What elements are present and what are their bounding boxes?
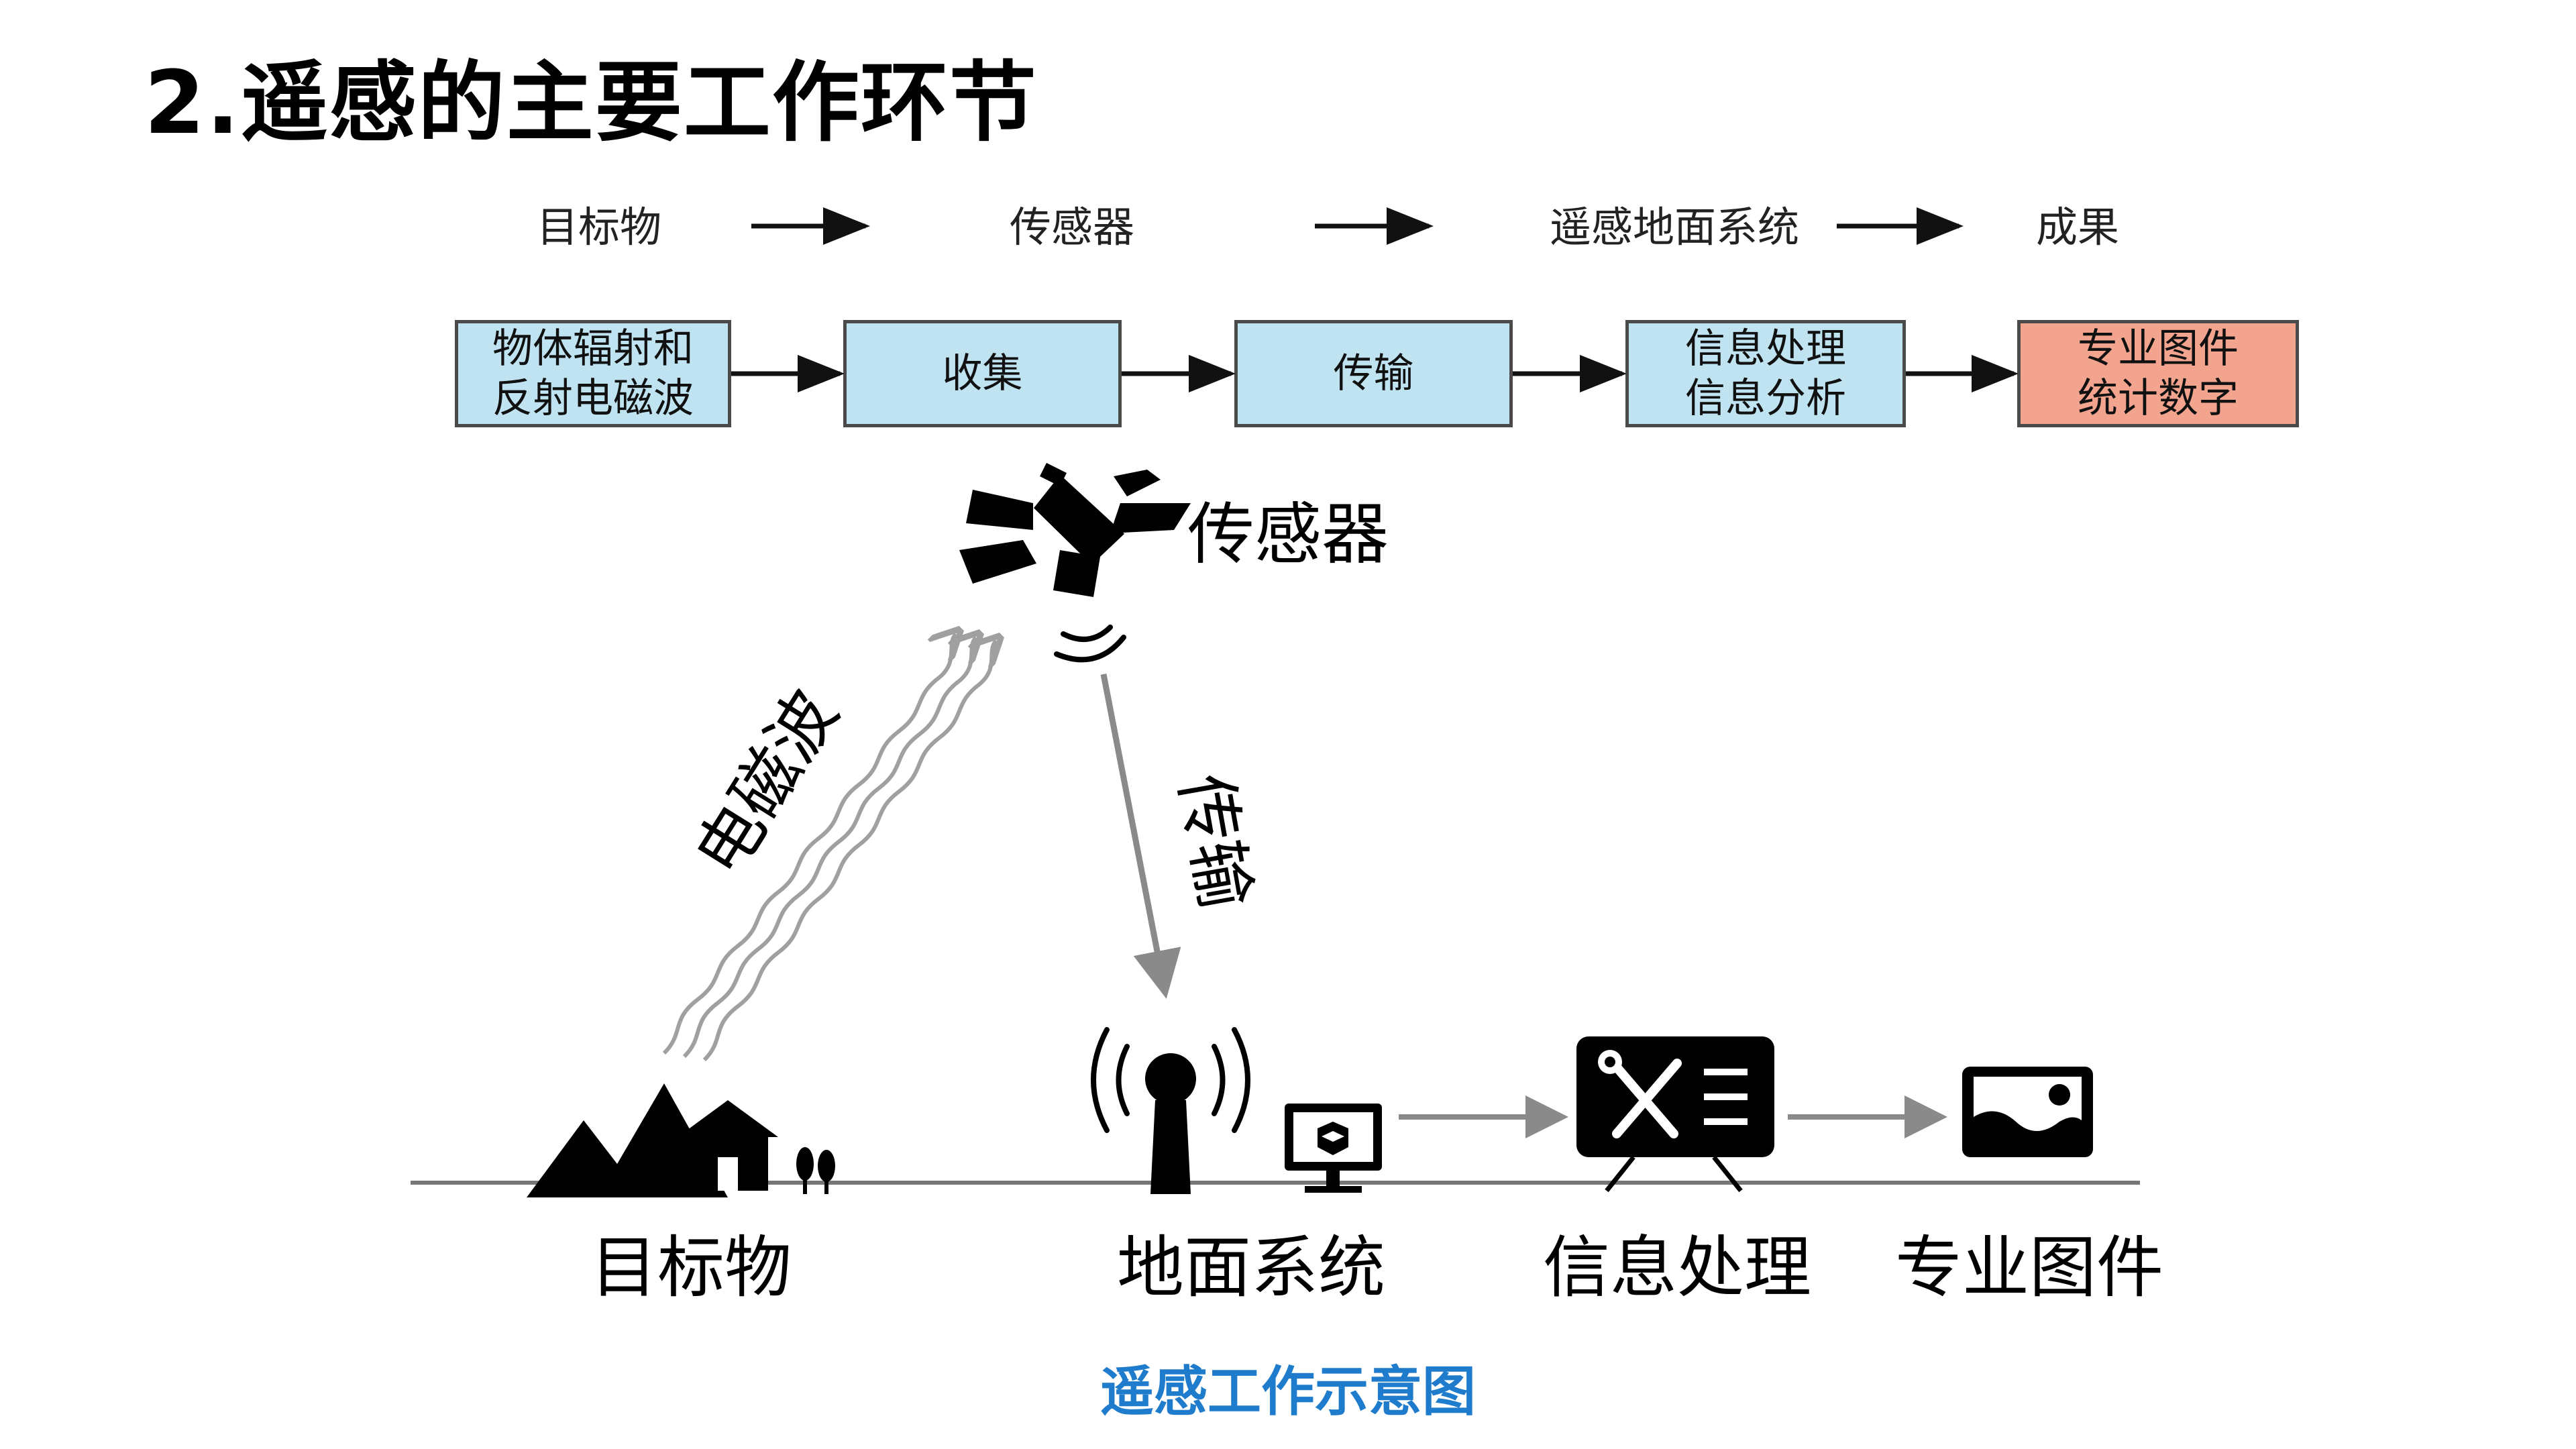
header-result: 成果 <box>2036 203 2120 252</box>
mountain-icon <box>527 1083 728 1197</box>
bottom-label-processing: 信息处理 <box>1543 1228 1811 1307</box>
transmission-arrow <box>1100 674 1181 999</box>
flow-box-radiation-line1: 物体辐射和 <box>492 325 694 372</box>
em-wave-icon <box>662 634 996 1062</box>
flow-box-collect-label: 收集 <box>942 350 1023 397</box>
bottom-label-map: 专业图件 <box>1895 1228 2163 1307</box>
bottom-label-target: 目标物 <box>590 1228 792 1307</box>
house-icon <box>678 1100 778 1191</box>
satellite-signal-icon <box>1054 625 1126 663</box>
bottom-label-ground-system: 地面系统 <box>1117 1228 1385 1307</box>
flow-box-processing-line2: 信息分析 <box>1685 375 1846 422</box>
flow-box-result-line1: 专业图件 <box>2078 325 2239 372</box>
header-sensor: 传感器 <box>1010 203 1135 252</box>
sensor-label: 传感器 <box>1187 495 1389 574</box>
header-target: 目标物 <box>537 203 662 252</box>
header-ground-system: 遥感地面系统 <box>1550 203 1800 252</box>
flow-box-radiation: 物体辐射和 反射电磁波 <box>455 320 731 427</box>
flow-box-processing-line1: 信息处理 <box>1685 325 1846 372</box>
flow-box-collect: 收集 <box>843 320 1122 427</box>
flow-box-result-line2: 统计数字 <box>2078 375 2239 422</box>
antenna-tower-icon <box>1091 1027 1250 1194</box>
processing-board-icon <box>1576 1036 1774 1193</box>
flow-box-processing: 信息处理 信息分析 <box>1625 320 1906 427</box>
monitor-icon <box>1285 1104 1382 1193</box>
image-map-icon <box>1962 1067 2093 1157</box>
tree-icon <box>796 1147 835 1194</box>
satellite-icon <box>959 463 1191 597</box>
flow-box-transmit: 传输 <box>1234 320 1513 427</box>
slide-title: 2.遥感的主要工作环节 <box>144 52 1038 154</box>
flow-box-radiation-line2: 反射电磁波 <box>492 375 694 422</box>
flow-box-transmit-label: 传输 <box>1333 350 1414 397</box>
figure-caption: 遥感工作示意图 <box>1100 1360 1476 1423</box>
flow-box-result: 专业图件 统计数字 <box>2017 320 2299 427</box>
